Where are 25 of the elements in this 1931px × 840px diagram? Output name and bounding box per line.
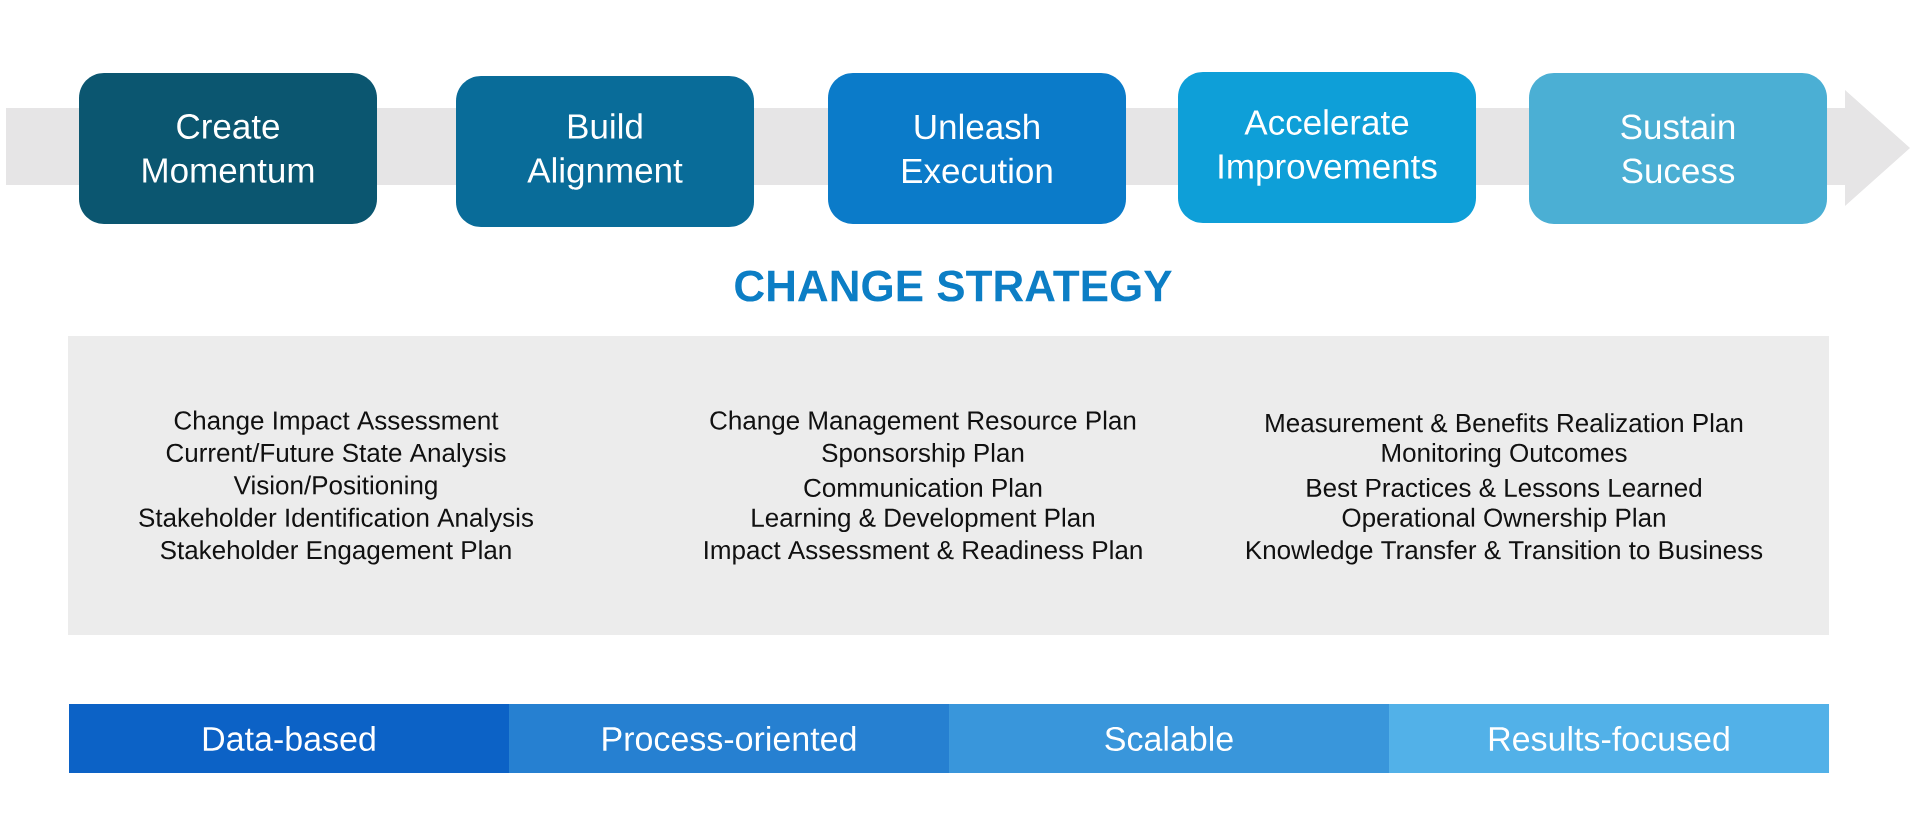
heading: CHANGE STRATEGY	[735, 270, 1172, 302]
list-item: Stakeholder Engagement Plan	[160, 540, 511, 565]
list-item: Impact Assessment & Readiness Plan	[705, 540, 1142, 565]
step-box: Unleash Execution	[828, 73, 1126, 224]
list-item: Change Impact Assessment	[174, 410, 499, 435]
list-item: Vision/Positioning	[233, 475, 437, 500]
banner-segment: Scalable	[949, 704, 1389, 773]
step-box: Create Momentum	[79, 73, 377, 224]
step-box: Accelerate Improvements	[1178, 72, 1476, 223]
banner-segment: Process-oriented	[509, 704, 949, 773]
list-item: Best Practices & Lessons Learned	[1307, 477, 1701, 498]
list-item: Stakeholder Identification Analysis	[139, 507, 533, 533]
banner-segment: Data-based	[69, 704, 509, 773]
list-item: Change Management Resource Plan	[710, 410, 1136, 435]
step-box: Sustain Sucess	[1529, 73, 1827, 224]
list-item: Learning & Development Plan	[752, 507, 1094, 533]
list-item: Measurement & Benefits Realization Plan	[1266, 413, 1743, 433]
step-box: Build Alignment	[456, 76, 754, 227]
list-item: Operational Ownership Plan	[1342, 507, 1665, 533]
list-item: Knowledge Transfer & Transition to Business	[1247, 540, 1763, 565]
list-item: Sponsorship Plan	[822, 443, 1024, 468]
list-item: Monitoring Outcomes	[1382, 443, 1627, 468]
list-item: Current/Future State Analysis	[166, 443, 506, 468]
banner-segment: Results-focused	[1389, 704, 1829, 773]
list-item: Communication Plan	[804, 477, 1042, 498]
